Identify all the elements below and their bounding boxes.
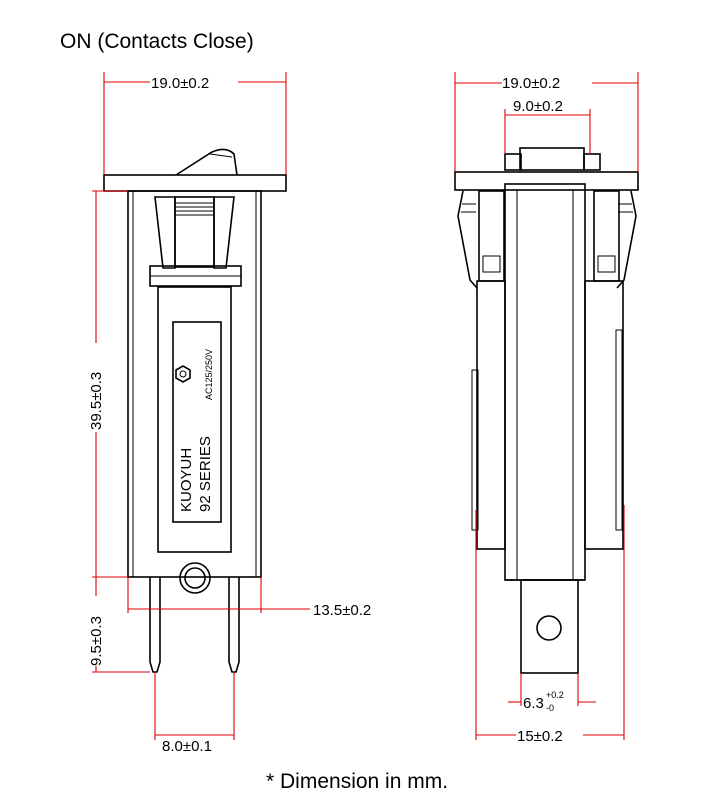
label-area <box>172 321 222 523</box>
side-terminal-tab <box>520 579 579 674</box>
footnote: * Dimension in mm. <box>266 770 448 793</box>
body-height-dim: 39.5±0.3 <box>88 372 105 430</box>
side-actuator <box>519 147 585 171</box>
depth-dim: 15±0.2 <box>517 728 563 745</box>
series-label: 92 SERIES <box>197 436 214 512</box>
front-body <box>127 190 262 578</box>
body-width-dim: 13.5±0.2 <box>313 602 371 619</box>
side-dimensions: 19.0±0.2 9.0±0.2 6.3 +0.2 -0 15±0.2 <box>454 72 639 745</box>
terminal-right <box>228 577 240 673</box>
clip-left <box>457 190 478 289</box>
inner-width-dim: 9.0±0.2 <box>513 98 563 115</box>
drawing-title: ON (Contacts Close) <box>60 30 254 53</box>
label-plate <box>157 286 232 553</box>
terminal-hole <box>536 615 562 641</box>
side-view <box>454 147 639 674</box>
side-width-dim: 19.0±0.2 <box>502 75 560 92</box>
front-width-dim: 19.0±0.2 <box>151 75 209 92</box>
front-view: AC125/250V KUOYUH 92 SERIES <box>103 148 287 673</box>
terminal-width-tol-minus: -0 <box>546 703 554 713</box>
terminal-pitch-dim: 8.0±0.1 <box>162 738 212 755</box>
rocker-actuator <box>175 148 238 176</box>
terminal-width-tol-plus: +0.2 <box>546 690 564 700</box>
terminal-left <box>149 577 161 673</box>
clip-right <box>616 190 637 289</box>
side-bezel <box>454 171 639 191</box>
rating-label: AC125/250V <box>204 349 214 400</box>
front-bezel <box>103 174 287 192</box>
mounting-hole <box>179 562 211 594</box>
brand-label: KUOYUH <box>178 448 195 512</box>
terminal-width-dim: 6.3 <box>523 695 544 712</box>
certification-mark-icon <box>175 365 191 383</box>
terminal-length-dim: 9.5±0.3 <box>88 616 105 666</box>
front-dimensions: 19.0±0.2 39.5±0.3 9.5±0.3 13.5±0.2 8.0±0… <box>88 72 371 755</box>
